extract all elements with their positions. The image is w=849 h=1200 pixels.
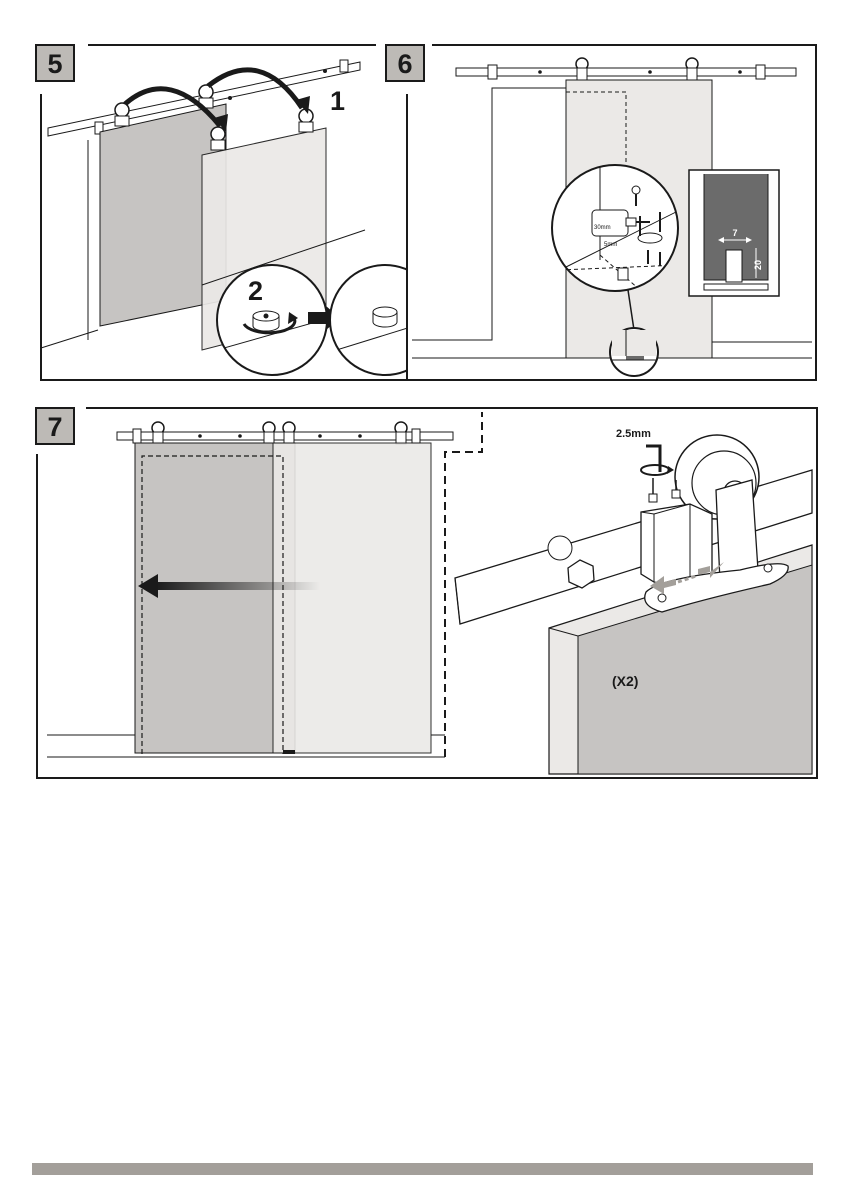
zoom-circle-floor-guide: 2 [216, 264, 328, 376]
step-6-badge: 6 [376, 36, 432, 94]
floor-guide-icon [252, 310, 280, 332]
slot-width-label: 7 [732, 228, 737, 238]
step-5-label-2: 2 [248, 276, 263, 306]
rotate-arrow [242, 317, 297, 335]
step-5-badge: 5 [30, 36, 88, 94]
drill-bit-label: 5mm [604, 242, 617, 248]
step-6-number: 6 [397, 49, 412, 79]
hex-key-icon [640, 444, 681, 503]
quantity-label: (X2) [612, 673, 638, 689]
step-5-panel: 5 [30, 36, 441, 381]
step-5-label-1: 1 [330, 86, 345, 116]
hanger-detail [454, 434, 813, 775]
zoom-circle-door-bottom [609, 327, 659, 377]
step-6-panel: 6 [376, 36, 817, 381]
rail [116, 421, 454, 445]
step-7-number: 7 [47, 412, 62, 442]
footer-bar [32, 1163, 813, 1175]
door-right [272, 442, 432, 754]
lift-arc-2 [206, 67, 305, 110]
zoom-circle-drilling: 30mm 5mm [551, 164, 679, 292]
step-7-badge: 7 [27, 398, 86, 454]
guide-slot-detail: 7 20 [688, 169, 780, 297]
arrow-left-icon [138, 574, 320, 598]
step-5-number: 5 [47, 49, 62, 79]
drill-icon: 30mm 5mm [591, 209, 650, 248]
lift-arc-1 [123, 86, 222, 128]
slot-height-label: 20 [753, 260, 763, 270]
hex-key-size-label: 2.5mm [616, 428, 651, 440]
door-left [134, 442, 296, 754]
step-7-panel: 7 [27, 398, 818, 779]
rail-stop-icon [339, 59, 349, 73]
drill-depth-label: 30mm [594, 225, 611, 231]
rail [455, 57, 797, 81]
